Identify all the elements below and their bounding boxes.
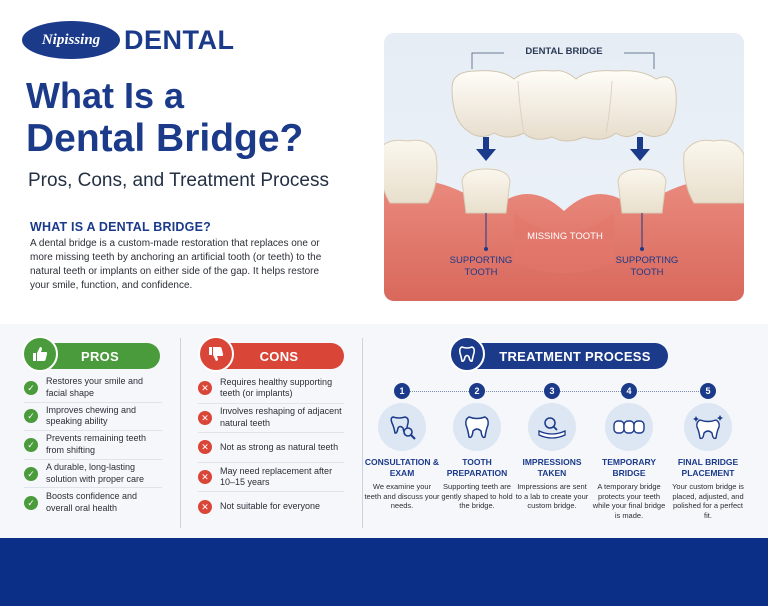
tooth-icon <box>449 336 485 372</box>
checkmark-icon: ✓ <box>24 380 38 395</box>
what-is-heading: WHAT IS A DENTAL BRIDGE? <box>30 220 211 234</box>
cons-item-text: Involves reshaping of adjacent natural t… <box>220 406 342 428</box>
step-title: TEMPORARY BRIDGE <box>602 457 656 478</box>
divider-pros-cons <box>180 338 181 528</box>
pros-item: ✓ Prevents remaining teeth from shifting <box>24 431 162 460</box>
pros-item-text: Prevents remaining teeth from shifting <box>46 433 147 455</box>
cons-item: ✕ May need replacement after 10–15 years <box>198 463 344 493</box>
tooth-icon <box>453 403 501 451</box>
down-arrows <box>476 137 650 161</box>
checkmark-icon: ✓ <box>24 409 38 424</box>
cons-list: ✕ Requires healthy supporting teeth (or i… <box>198 374 344 522</box>
logo-oval: Nipissing <box>22 21 120 59</box>
checkmark-icon: ✓ <box>24 437 38 452</box>
cons-item-text: Not suitable for everyone <box>220 501 321 512</box>
process-step-3: 3 IMPRESSIONS TAKEN Impressions are sent… <box>514 383 590 511</box>
x-mark-icon: ✕ <box>198 440 212 455</box>
pros-header-label: PROS <box>80 348 120 364</box>
missing-tooth-label: MISSING TOOTH <box>527 231 603 242</box>
what-is-body: A dental bridge is a custom-made restora… <box>30 238 322 291</box>
impression-tray-icon <box>528 403 576 451</box>
floating-bridge <box>451 70 677 142</box>
brand-logo[interactable]: Nipissing DENTAL <box>22 20 235 60</box>
footer-band <box>0 538 768 606</box>
pros-item: ✓ A durable, long-lasting solution with p… <box>24 460 162 489</box>
pros-item-text: Boosts confidence and overall oral healt… <box>46 491 138 513</box>
step-number: 2 <box>469 383 485 399</box>
cons-item-text: Requires healthy supporting teeth (or im… <box>220 376 333 399</box>
step-title: CONSULTATION & EXAM <box>364 457 440 478</box>
step-description: We examine your teeth and discuss your n… <box>364 482 440 510</box>
x-mark-icon: ✕ <box>198 410 212 425</box>
thumbs-down-icon <box>198 336 234 372</box>
cons-item-text: May need replacement after 10–15 years <box>220 465 333 488</box>
cons-header: CONS <box>214 343 344 369</box>
cons-item: ✕ Involves reshaping of adjacent natural … <box>198 404 344 434</box>
page-subtitle: Pros, Cons, and Treatment Process <box>28 170 329 191</box>
temporary-bridge-icon <box>605 403 653 451</box>
checkmark-icon: ✓ <box>24 495 38 510</box>
cons-item-text: Not as strong as natural teeth <box>220 441 339 452</box>
x-mark-icon: ✕ <box>198 381 212 396</box>
x-mark-icon: ✕ <box>198 500 212 515</box>
dental-bridge-label: DENTAL BRIDGE <box>504 46 624 58</box>
cons-item: ✕ Not as strong as natural teeth <box>198 433 344 463</box>
step-number: 1 <box>394 383 410 399</box>
process-step-4: 4 TEMPORARY BRIDGE A temporary bridge pr… <box>591 383 667 520</box>
logo-script-text: Nipissing <box>41 31 101 48</box>
treatment-process-header: TREATMENT PROCESS <box>462 343 668 369</box>
thumbs-up-icon <box>22 336 58 372</box>
pros-item: ✓ Improves chewing and speaking ability <box>24 403 162 432</box>
cons-item: ✕ Requires healthy supporting teeth (or i… <box>198 374 344 404</box>
step-description: A temporary bridge protects your teeth w… <box>592 482 666 520</box>
pros-item-text: Restores your smile and facial shape <box>46 376 144 398</box>
step-number: 3 <box>544 383 560 399</box>
bridge-drawing <box>384 52 744 301</box>
page-title-line-1: What Is a <box>26 75 185 116</box>
x-mark-icon: ✕ <box>198 470 212 485</box>
step-number: 4 <box>621 383 637 399</box>
step-title: FINAL BRIDGE PLACEMENT <box>677 457 739 478</box>
step-title: TOOTH PREPARATION <box>446 457 508 478</box>
supporting-tooth-label-left: SUPPORTING TOOTH <box>449 255 513 278</box>
step-description: Impressions are sent to a lab to create … <box>515 482 589 510</box>
pros-item: ✓ Restores your smile and facial shape <box>24 374 162 403</box>
step-description: Supporting teeth are gently shaped to ho… <box>441 482 513 510</box>
cons-header-label: CONS <box>259 348 299 364</box>
process-step-2: 2 TOOTH PREPARATION Supporting teeth are… <box>439 383 515 511</box>
divider-cons-process <box>362 338 363 528</box>
step-title: IMPRESSIONS TAKEN <box>522 457 582 478</box>
cons-item: ✕ Not suitable for everyone <box>198 492 344 522</box>
logo-word: DENTAL <box>124 24 235 55</box>
supporting-tooth-label-right: SUPPORTING TOOTH <box>615 255 679 278</box>
sparkling-tooth-icon <box>684 403 732 451</box>
step-number: 5 <box>700 383 716 399</box>
dental-bridge-illustration: DENTAL BRIDGE SUPPORTING TOOTH SUPPORTIN… <box>384 33 744 301</box>
treatment-process-label: TREATMENT PROCESS <box>499 348 651 364</box>
pros-item: ✓ Boosts confidence and overall oral heal… <box>24 488 162 517</box>
pros-item-text: A durable, long-lasting solution with pr… <box>46 462 145 484</box>
process-step-1: 1 CONSULTATION & EXAM We examine your te… <box>364 383 440 511</box>
process-step-5: 5 FINAL BRIDGE PLACEMENT Your custom bri… <box>670 383 746 520</box>
pros-list: ✓ Restores your smile and facial shape ✓ I… <box>24 374 162 517</box>
tooth-magnifier-icon <box>378 403 426 451</box>
checkmark-icon: ✓ <box>24 466 38 481</box>
pros-item-text: Improves chewing and speaking ability <box>46 404 137 427</box>
step-description: Your custom bridge is placed, adjusted, … <box>672 482 744 520</box>
top-section: Nipissing DENTAL What Is a Dental Bridge… <box>22 20 744 301</box>
pros-header: PROS <box>40 343 160 369</box>
page-title-line-2: Dental Bridge? <box>26 117 304 160</box>
